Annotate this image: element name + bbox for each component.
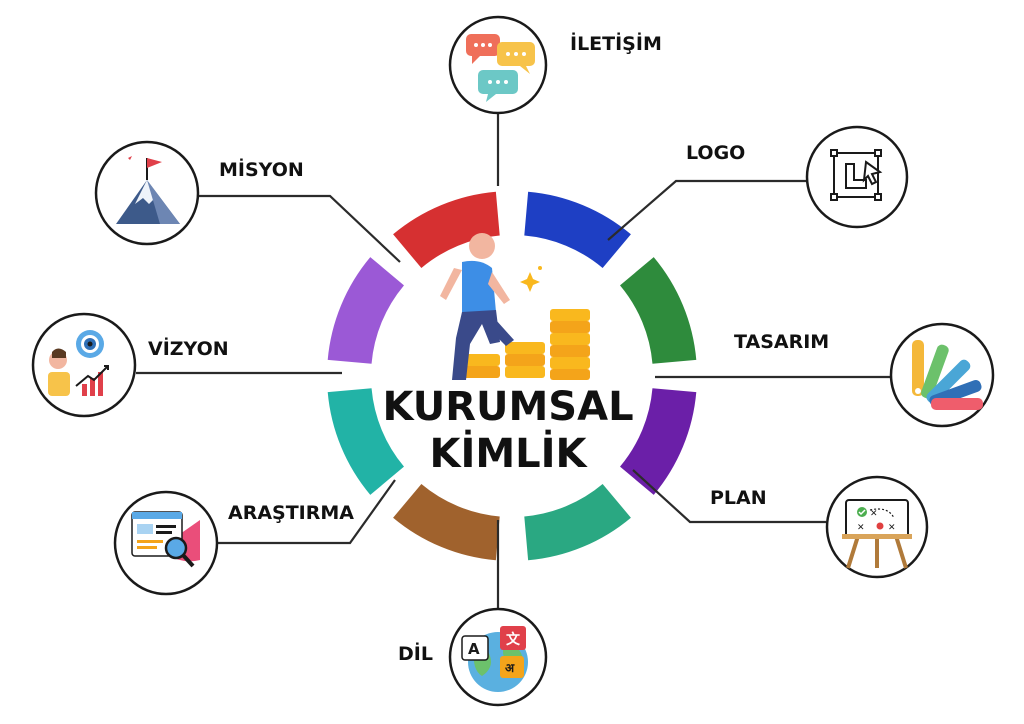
svg-text:✕: ✕ (870, 509, 878, 519)
svg-text:अ: अ (505, 661, 515, 675)
ring-segment-teal-green (523, 483, 631, 561)
ring-segment-red (393, 191, 501, 269)
color-palette-icon (912, 340, 983, 410)
svg-text:A: A (468, 640, 480, 658)
node-vizyon-circle (31, 312, 137, 418)
node-logo-circle (805, 125, 909, 229)
center-title-line1: KURUMSAL (382, 384, 633, 430)
node-plan: ✕ ✕ ✕ PLAN (710, 475, 929, 579)
node-logo: LOGO (686, 125, 909, 229)
label-misyon: MİSYON (219, 157, 304, 181)
coin-stack-medium (505, 342, 545, 378)
ring (327, 191, 697, 561)
label-tasarim: TASARIM (734, 331, 829, 353)
ring-segment-brown (393, 483, 501, 561)
center-title-line2: KİMLİK (429, 429, 588, 477)
node-arastirma: ARAŞTIRMA (113, 490, 354, 596)
ring-segment-violet (327, 257, 405, 365)
label-vizyon: VİZYON (148, 336, 229, 360)
coin-stack-small (462, 354, 500, 378)
connector-logo (607, 179, 806, 241)
node-vizyon: VİZYON (31, 312, 229, 418)
label-arastirma: ARAŞTIRMA (228, 502, 354, 524)
ring-segment-green (619, 257, 697, 365)
label-logo: LOGO (686, 142, 745, 164)
coin-stack-large (550, 309, 590, 380)
node-tasarim-circle (889, 322, 995, 428)
strategy-board-icon: ✕ ✕ ✕ (842, 499, 912, 569)
vision-growth-icon (48, 330, 109, 396)
svg-text:文: 文 (506, 631, 521, 648)
ring-segment-teal (327, 387, 405, 495)
node-dil: A 文 अ DİL (398, 607, 548, 707)
vector-design-icon (830, 149, 883, 201)
web-search-icon (131, 511, 200, 568)
ring-segment-blue (523, 191, 631, 269)
connector-plan (632, 469, 826, 524)
label-dil: DİL (398, 641, 433, 665)
svg-text:✕: ✕ (888, 523, 896, 533)
connectors (136, 110, 890, 608)
label-plan: PLAN (710, 487, 767, 509)
ring-segment-purple (619, 387, 697, 495)
chat-bubbles-icon (466, 34, 535, 102)
label-iletisim: İLETİŞİM (570, 31, 662, 55)
node-iletisim: İLETİŞİM (448, 15, 662, 115)
node-misyon: MİSYON (94, 140, 304, 246)
connector-misyon (198, 194, 401, 263)
connector-arastirma (217, 479, 396, 545)
climbing-person-illustration (440, 233, 590, 380)
translation-globe-icon: A 文 अ (461, 626, 528, 692)
svg-text:✕: ✕ (857, 523, 865, 533)
mountain-flag-icon (116, 156, 180, 224)
node-tasarim: TASARIM (734, 322, 995, 428)
